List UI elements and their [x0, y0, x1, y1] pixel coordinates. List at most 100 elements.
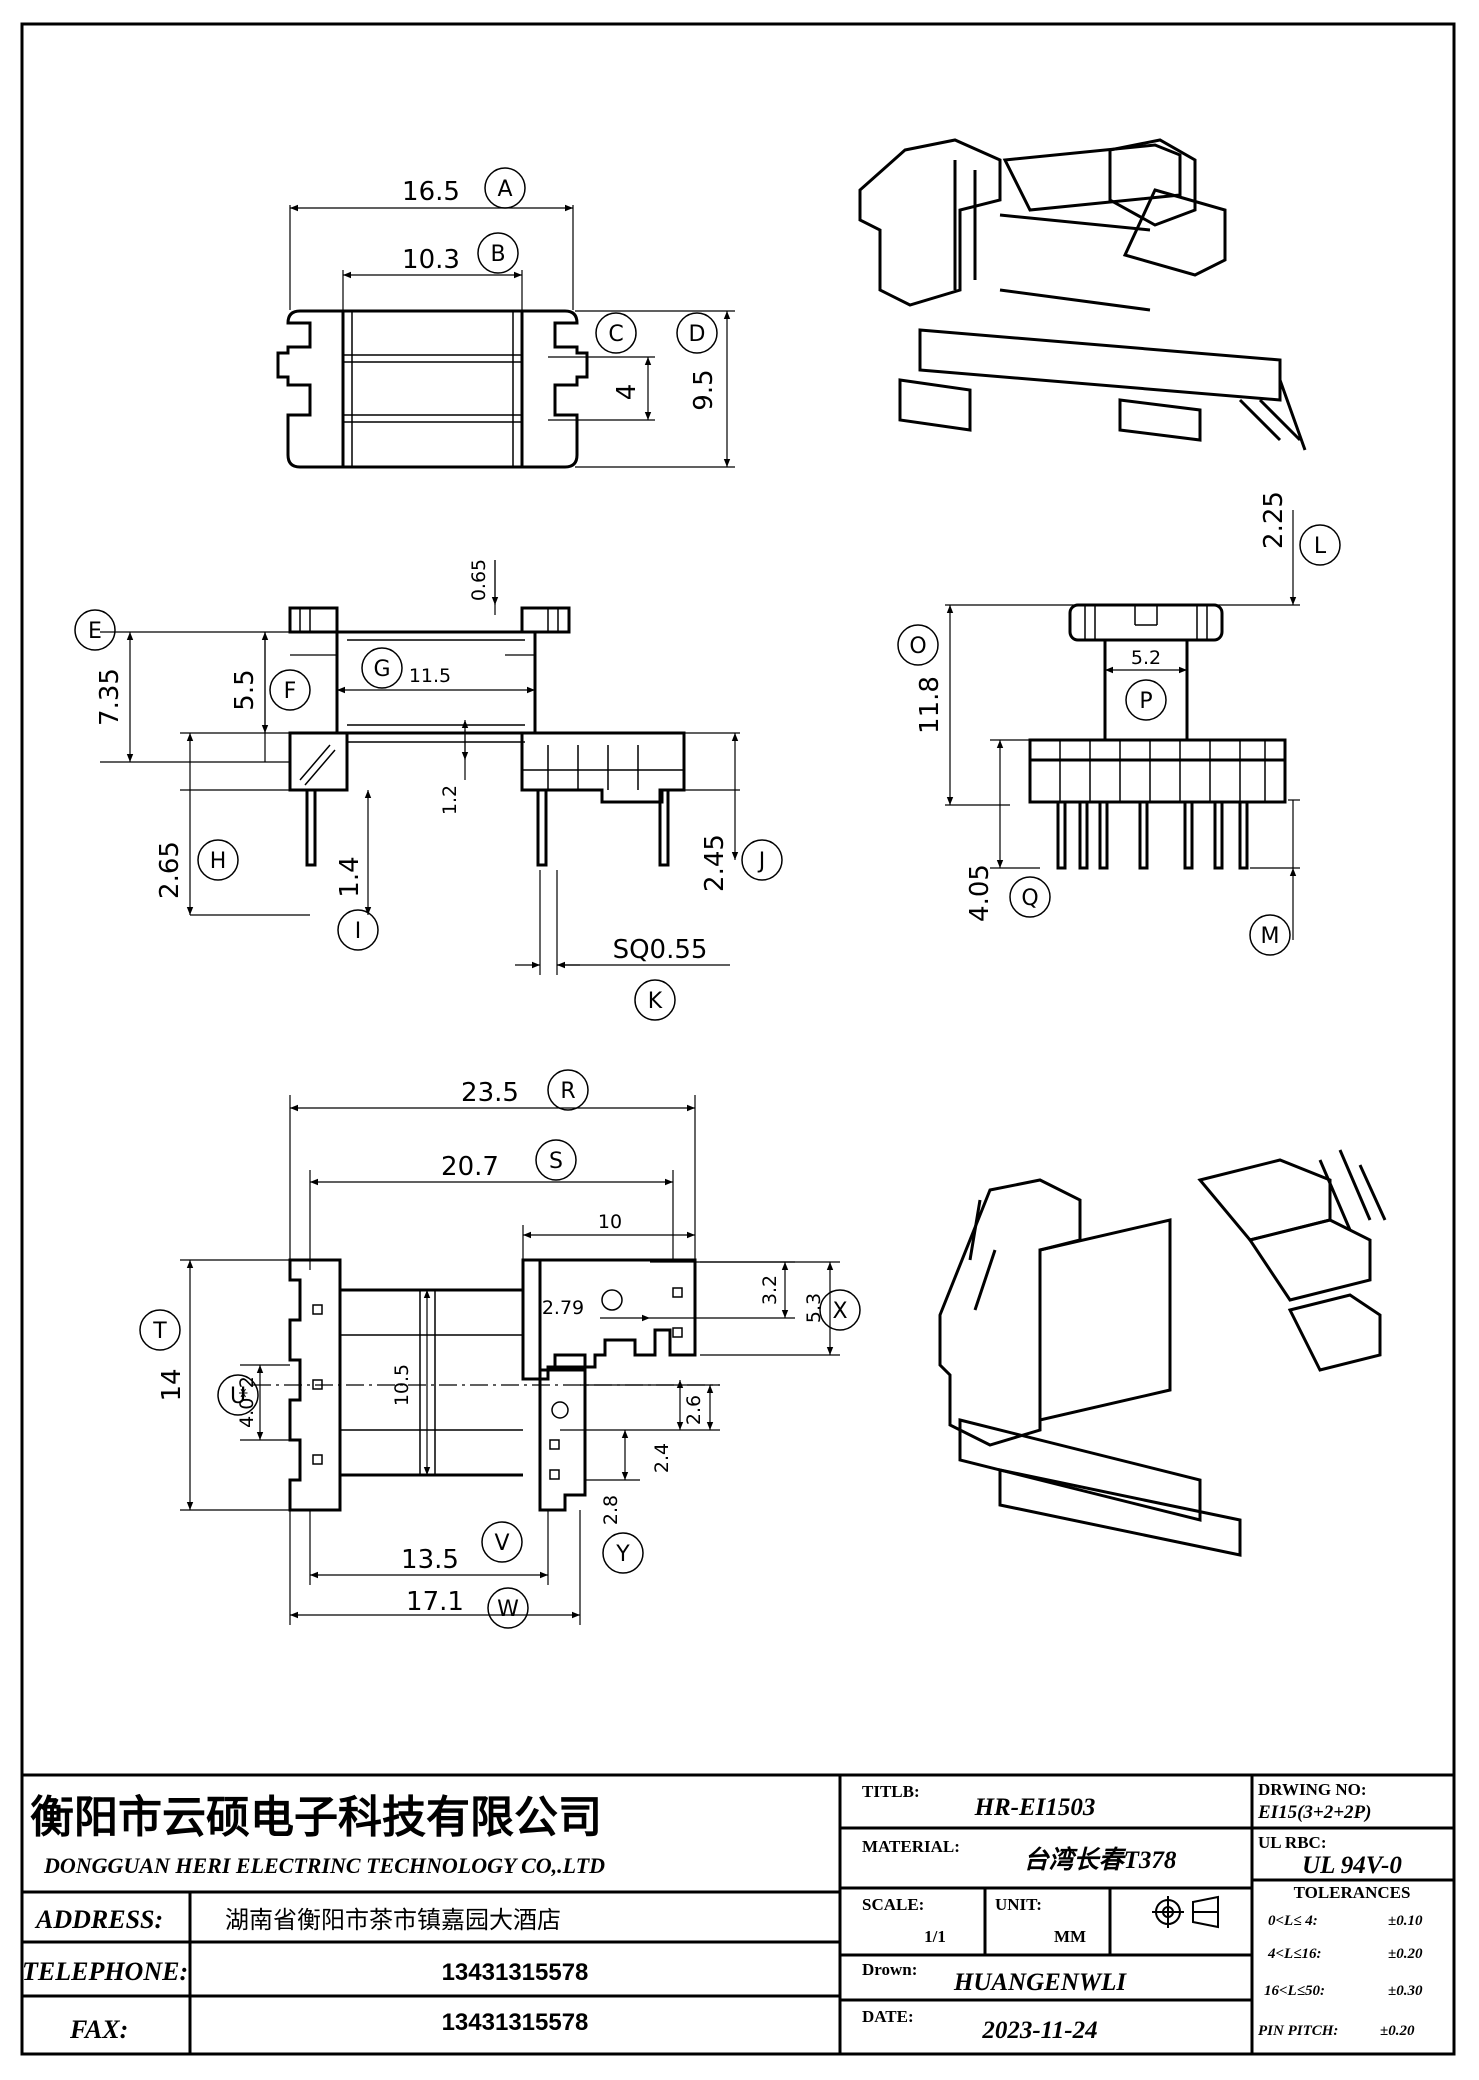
dim-W: 17.1 — [406, 1587, 464, 1617]
balloon-label-k: K — [648, 989, 663, 1014]
balloon-label-y: Y — [615, 1542, 630, 1567]
balloon-l — [1299, 524, 1341, 566]
balloon-label-o: O — [909, 634, 926, 659]
balloon-m — [1249, 914, 1291, 956]
date-label: DATE: — [862, 2007, 914, 2026]
dim-X: 5.3 — [803, 1293, 825, 1323]
unit-value: MM — [1054, 1927, 1086, 1946]
dim-O: 11.8 — [915, 676, 945, 734]
balloon-b — [477, 232, 519, 274]
address-label: ADDRESS: — [34, 1905, 163, 1934]
dim-D: 9.5 — [689, 369, 719, 410]
dim-C: 4 — [612, 384, 642, 401]
balloon-o — [897, 624, 939, 666]
date-value: 2023-11-24 — [981, 2017, 1097, 2044]
balloon-label-t: T — [152, 1319, 167, 1344]
dim-279: 2.79 — [542, 1297, 584, 1319]
balloon-v — [481, 1521, 523, 1563]
dim-R: 23.5 — [461, 1078, 519, 1108]
balloon-j — [741, 839, 783, 881]
balloon-label-c: C — [608, 322, 623, 347]
scale-label: SCALE: — [862, 1895, 924, 1914]
dim-S: 20.7 — [441, 1152, 499, 1182]
balloon-f — [269, 669, 311, 711]
drawn-label: Drown: — [862, 1960, 917, 1979]
dim-105: 10.5 — [391, 1364, 413, 1406]
drawing-no-value: EI15(3+2+2P) — [1257, 1802, 1371, 1823]
dim-A: 16.5 — [402, 177, 460, 207]
balloon-s — [535, 1139, 577, 1181]
company-en: DONGGUAN HERI ELECTRINC TECHNOLOGY CO,.L… — [43, 1853, 605, 1878]
material-value: 台湾长春T378 — [1024, 1846, 1177, 1874]
tol-row3-label: 16<L≤50: — [1264, 1983, 1325, 1999]
balloon-label-f: F — [284, 679, 297, 704]
scale-value: 1/1 — [924, 1927, 946, 1946]
tol-row4-label: PIN PITCH: — [1258, 2023, 1338, 2039]
drawing-no-label: DRWING NO: — [1258, 1780, 1366, 1799]
dim-F: 5.5 — [230, 669, 260, 710]
dim-E: 7.35 — [95, 668, 125, 726]
fax-label: FAX: — [69, 2015, 128, 2044]
tolerances-label: TOLERANCES — [1294, 1883, 1411, 1902]
dim-H: 2.65 — [155, 841, 185, 899]
telephone-label: TELEPHONE: — [22, 1957, 188, 1986]
address-value: 湖南省衡阳市茶市镇嘉园大酒店 — [225, 1906, 561, 1934]
sheet-border — [20, 22, 1456, 2056]
company-cn: 衡阳市云硕电子科技有限公司 — [30, 1792, 602, 1843]
telephone-value: 13431315578 — [442, 1959, 589, 1986]
dim-P: 5.2 — [1131, 647, 1161, 669]
dim-B: 10.3 — [402, 245, 460, 275]
view-bottom — [180, 1095, 840, 1625]
tol-row2-label: 4<L≤16: — [1267, 1946, 1321, 1962]
balloon-p — [1125, 679, 1167, 721]
dim-Y: 2.8 — [600, 1495, 622, 1525]
view-side — [945, 510, 1300, 940]
ul-value: UL 94V-0 — [1302, 1852, 1402, 1879]
balloon-label-j: J — [757, 849, 766, 874]
title-block-text: 衡阳市云硕电子科技有限公司 DONGGUAN HERI ELECTRINC TE… — [22, 1780, 1423, 2044]
balloon-x — [819, 1289, 861, 1331]
balloon-label-m: M — [1261, 924, 1280, 949]
title-value: HR-EI1503 — [974, 1794, 1096, 1821]
balloon-k — [634, 979, 676, 1021]
balloon-y — [602, 1532, 644, 1574]
balloon-label-e: E — [88, 619, 102, 644]
iso-view-upper — [858, 138, 1307, 451]
dim-K: SQ0.55 — [613, 935, 708, 965]
tol-row1-value: ±0.10 — [1388, 1913, 1423, 1929]
balloon-label-p: P — [1139, 689, 1152, 714]
balloon-label-q: Q — [1021, 886, 1038, 911]
tol-row1-label: 0<L≤ 4: — [1268, 1913, 1318, 1929]
unit-label: UNIT: — [995, 1895, 1042, 1914]
dim-24: 2.4 — [651, 1443, 673, 1473]
dim-G: 11.5 — [409, 665, 451, 687]
balloon-u — [217, 1374, 259, 1416]
material-label: MATERIAL: — [862, 1837, 960, 1856]
balloon-label-x: X — [832, 1299, 847, 1324]
balloon-label-s: S — [549, 1149, 563, 1174]
tol-row4-value: ±0.20 — [1380, 2023, 1415, 2039]
dim-Q: 4.05 — [965, 864, 995, 922]
balloon-i — [337, 909, 379, 951]
dim-J: 2.45 — [700, 834, 730, 892]
balloon-label-h: H — [210, 849, 227, 874]
balloon-c — [595, 312, 637, 354]
balloon-h — [197, 839, 239, 881]
dim-top-gap: 0.65 — [468, 559, 490, 601]
tol-row2-value: ±0.20 — [1388, 1946, 1423, 1962]
balloon-e — [74, 609, 116, 651]
balloon-label-b: B — [490, 242, 505, 267]
balloon-label-u: U — [230, 1384, 246, 1409]
dim-X32: 3.2 — [759, 1275, 781, 1305]
balloon-label-a: A — [497, 177, 512, 202]
balloon-r — [547, 1069, 589, 1111]
balloon-d — [676, 312, 718, 354]
balloon-label-w: W — [497, 1597, 519, 1622]
balloon-w — [487, 1587, 529, 1629]
dim-L: 2.25 — [1259, 491, 1289, 549]
dim-26: 2.6 — [683, 1395, 705, 1425]
drawn-value: HUANGENWLI — [953, 1969, 1128, 1996]
dim-top10: 10 — [598, 1211, 622, 1233]
